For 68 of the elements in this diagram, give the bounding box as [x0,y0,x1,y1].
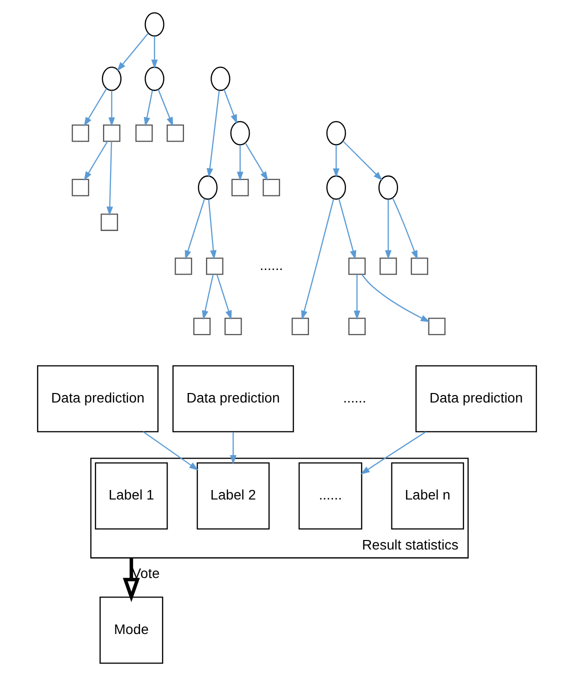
arrow [360,274,430,322]
node-box: ...... [298,462,362,530]
arrow [332,144,339,178]
arrow [106,141,112,216]
arrow [116,32,148,72]
node-box [134,124,152,142]
arrow [142,431,198,470]
arrow [157,89,173,126]
arrow [150,36,158,69]
arrow [300,198,334,320]
node-circle [210,66,230,91]
node-circle [197,175,218,200]
arrow [236,144,243,181]
edge-label: Vote [131,565,160,582]
node-box [262,178,280,196]
node-box [410,258,428,275]
arrow [108,90,114,127]
node-circle [144,66,164,91]
node-box [192,318,210,336]
node-box: Label 2 [196,462,270,530]
arrow [208,199,216,260]
node-box [230,178,248,196]
node-circle [326,121,346,146]
node-box [174,258,192,275]
node-box: Data prediction [36,365,158,432]
arrow [143,90,152,127]
node-box: Label n [390,462,464,530]
label: ...... [259,256,282,273]
node-box [348,318,366,336]
node-circle [101,66,122,91]
arrow [83,88,107,126]
node-label: Result statistics [362,536,458,552]
node-box [71,178,89,196]
node-box [206,258,223,275]
arrow [206,90,220,178]
node-box [71,124,89,142]
node-box [291,318,308,336]
arrow [244,142,268,181]
arrow [184,198,205,260]
arrow [122,558,140,602]
arrow [216,274,232,320]
node-box [166,124,184,142]
arrow [338,198,356,260]
node-box [348,258,366,275]
node-box [100,214,118,231]
cluster [90,458,468,558]
node-circle [144,12,164,37]
arrow [353,274,360,320]
node-box: Label 1 [94,462,168,530]
arrow [223,89,237,124]
node-circle [378,175,398,200]
node-box: Mode [99,596,163,664]
arrow [384,199,391,260]
node-box [428,318,446,336]
arrow [392,198,418,260]
node-circle [230,121,250,146]
node-box: Data prediction [172,365,294,432]
node-box [224,318,242,336]
node-box: Data prediction [414,365,536,432]
node-box [102,124,120,142]
arrow [229,432,236,464]
node-box [379,258,396,275]
arrow [83,141,108,181]
arrow [201,274,214,320]
arrow [360,431,426,474]
label: ...... [342,389,366,406]
arrow [342,140,382,181]
node-circle [326,175,346,200]
